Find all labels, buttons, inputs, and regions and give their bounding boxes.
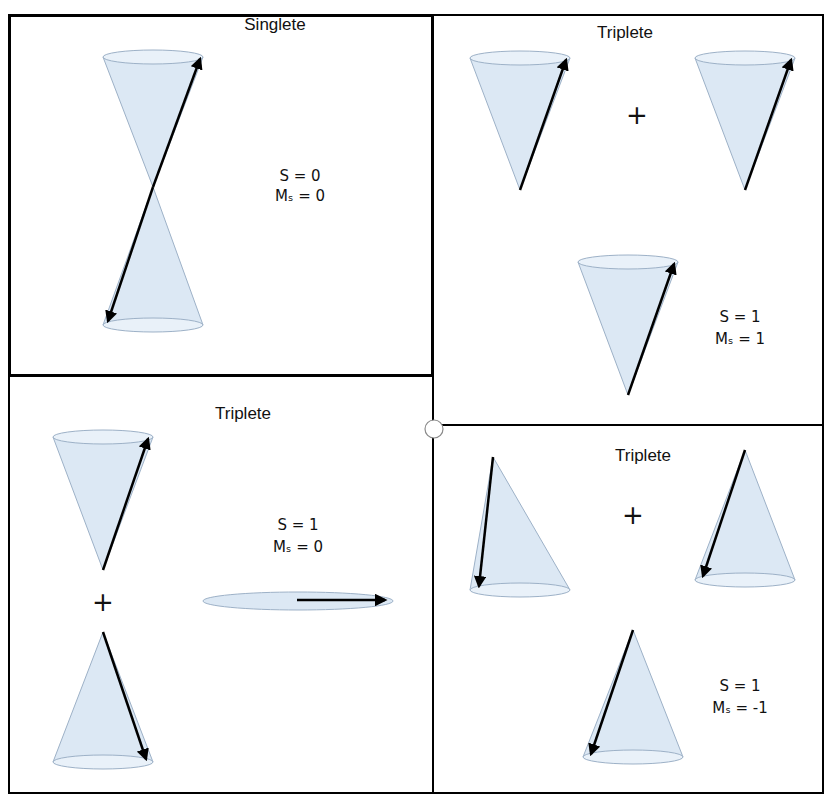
spin-vector (703, 450, 745, 576)
spin-cone (470, 583, 570, 597)
spin-quantum-label: Mₛ = 0 (273, 539, 323, 556)
spin-cone (53, 632, 153, 769)
spin-quantum-label: S = 1 (277, 517, 318, 534)
spin-cone (53, 430, 153, 444)
spin-vector (103, 632, 146, 759)
spin-cone (53, 437, 153, 570)
spin-quantum-label: Mₛ = -1 (712, 700, 768, 717)
spin-quantum-label: Mₛ = 1 (715, 331, 765, 348)
spin-cone (103, 318, 203, 332)
plus-sign: + (92, 588, 114, 617)
state-panel: Triplete (432, 424, 824, 794)
state-title: Singlete (244, 15, 305, 35)
spin-quantum-label: S = 1 (719, 309, 760, 326)
spin-cone (583, 630, 683, 764)
spin-cone (695, 450, 795, 580)
precession-disc (203, 592, 393, 610)
junction-circle (425, 420, 443, 438)
spin-cone (470, 51, 570, 65)
state-panel: Triplete (8, 375, 434, 794)
spin-vector (103, 439, 148, 570)
spin-cone (695, 51, 795, 65)
spin-cone (695, 450, 795, 587)
spin-vector (479, 457, 493, 586)
spin-vector (628, 264, 674, 395)
spin-cone (578, 262, 678, 395)
spin-cone (470, 51, 570, 190)
spin-cone (53, 755, 153, 769)
spin-cone (470, 58, 570, 190)
spin-cone (103, 50, 203, 64)
state-panel: Triplete (432, 14, 824, 426)
state-title: Triplete (215, 404, 271, 424)
spin-illustration (53, 50, 795, 769)
spin-vector (745, 60, 791, 190)
plus-sign: + (626, 101, 648, 130)
spin-cone (578, 255, 678, 269)
spin-cone (103, 187, 203, 332)
state-title: Triplete (615, 446, 671, 466)
spin-cone (103, 187, 203, 325)
spin-quantum-label: S = 1 (719, 678, 760, 695)
spin-cone (695, 51, 795, 190)
spin-cone (470, 457, 570, 597)
state-title: Triplete (597, 23, 653, 43)
spin-vector (297, 599, 385, 602)
precession-disc (203, 592, 393, 610)
spin-cone (53, 430, 153, 570)
spin-cone (583, 750, 683, 764)
spin-cone (578, 255, 678, 395)
spin-cone (53, 632, 153, 762)
spin-vector (520, 60, 566, 190)
spin-cone (103, 50, 203, 187)
spin-cone (583, 630, 683, 757)
spin-cone (103, 57, 203, 187)
spin-cone (695, 58, 795, 190)
spin-cone (470, 457, 570, 590)
spin-cone (695, 573, 795, 587)
plus-sign: + (622, 501, 644, 530)
spin-quantum-label: Mₛ = 0 (275, 188, 325, 205)
spin-vector (103, 59, 791, 759)
state-panel: Singlete (8, 14, 434, 377)
spin-vector (591, 630, 633, 754)
spin-vector (153, 59, 200, 187)
spin-vector (108, 187, 153, 321)
spin-quantum-label: S = 0 (279, 168, 320, 185)
